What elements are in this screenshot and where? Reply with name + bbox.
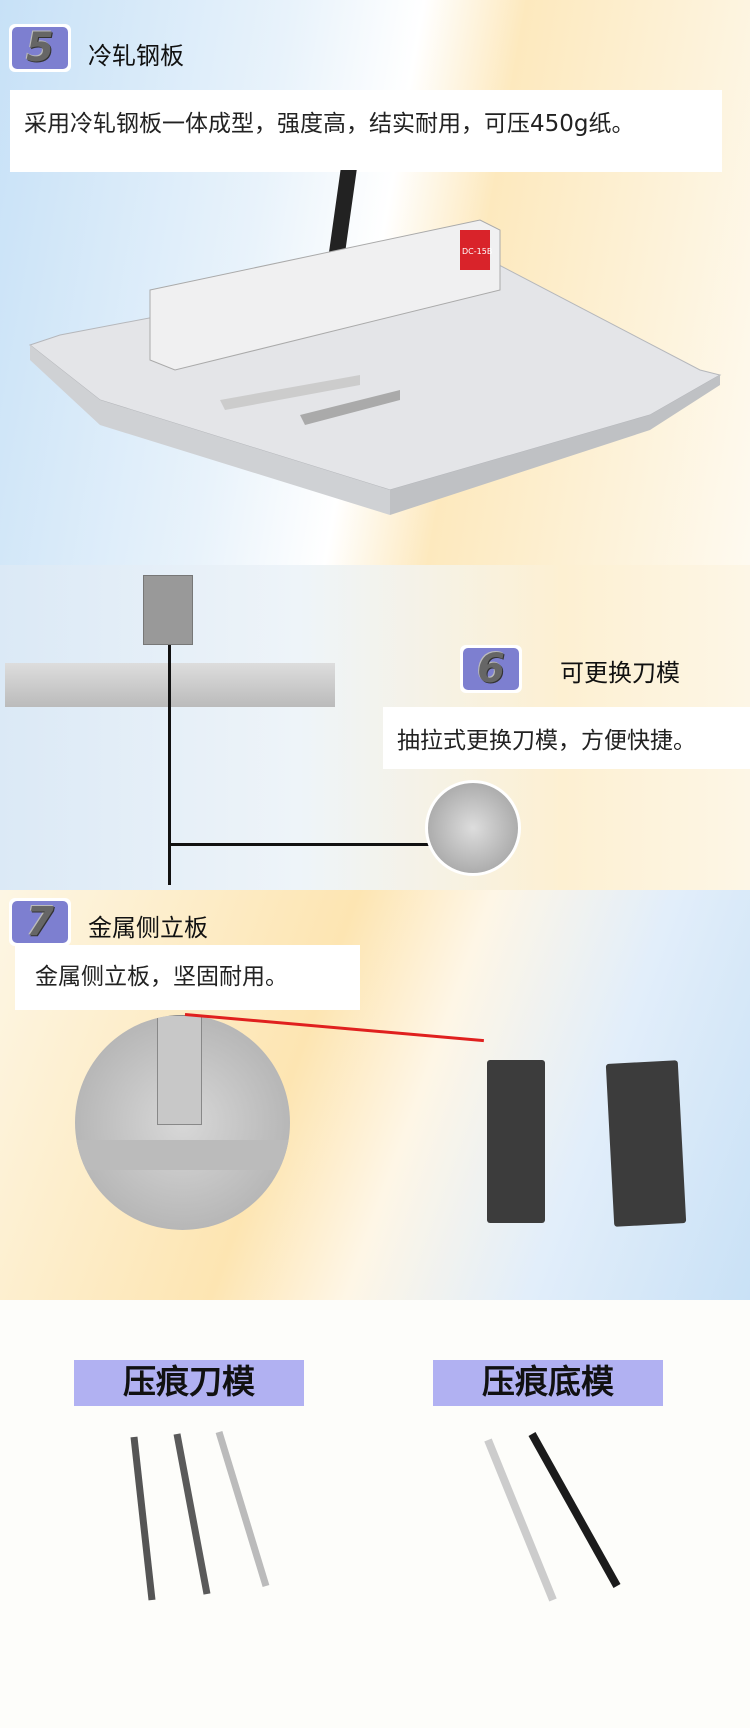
base-die-label: 压痕底模 <box>433 1360 663 1406</box>
number-badge-5: 5 <box>9 24 71 72</box>
blade-die-label: 压痕刀模 <box>74 1360 304 1406</box>
pointer-line <box>168 645 171 885</box>
description-box: 抽拉式更换刀模，方便快捷。 <box>383 707 750 769</box>
creasing-machine-image: DC-15B <box>28 170 722 515</box>
description-text: 抽拉式更换刀模，方便快捷。 <box>397 728 696 754</box>
model-tag: DC-15B <box>462 247 492 256</box>
tool-head-image <box>143 575 193 645</box>
description-box: 金属侧立板，坚固耐用。 <box>15 945 360 1010</box>
number-badge-7: 7 <box>9 898 71 946</box>
side-plate-image <box>605 1060 687 1227</box>
number-badge-6: 6 <box>460 645 522 693</box>
side-plate-image <box>487 1060 545 1223</box>
section-6: 6 可更换刀模 抽拉式更换刀模，方便快捷。 <box>0 565 750 890</box>
section-7: 7 金属侧立板 金属侧立板，坚固耐用。 <box>0 890 750 1300</box>
section-5: 5 冷轧钢板 采用冷轧钢板一体成型，强度高，结实耐用，可压450g纸。 DC-1… <box>0 0 750 565</box>
side-plate-closeup-image <box>75 1015 290 1230</box>
detail-circle-image <box>425 780 521 876</box>
section-title: 可更换刀模 <box>560 659 680 687</box>
description-text: 金属侧立板，坚固耐用。 <box>35 964 288 990</box>
crease-strips-image <box>130 1430 621 1602</box>
description-box: 采用冷轧钢板一体成型，强度高，结实耐用，可压450g纸。 <box>10 90 722 172</box>
section-title: 金属侧立板 <box>88 914 208 942</box>
description-text: 采用冷轧钢板一体成型，强度高，结实耐用，可压450g纸。 <box>24 111 635 137</box>
section-title: 冷轧钢板 <box>88 42 184 70</box>
pointer-line <box>168 843 438 846</box>
